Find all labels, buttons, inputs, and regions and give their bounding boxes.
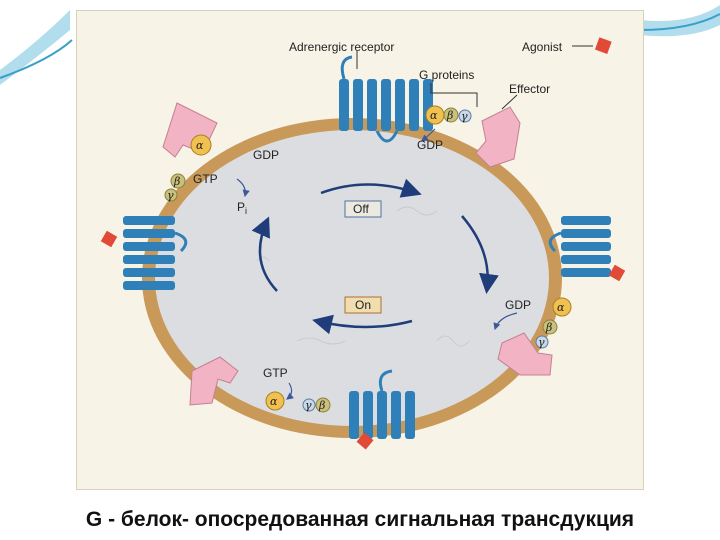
cycle-arrow-top	[320, 178, 422, 198]
effector-label: Effector	[509, 82, 550, 96]
agonist-label: Agonist	[522, 40, 563, 54]
effector-bottom-right	[497, 332, 553, 376]
receptor-left	[123, 216, 188, 290]
pi-release-arrow	[236, 178, 250, 198]
beta-label-bottom: β	[318, 399, 325, 412]
gamma-subunit-left	[164, 188, 178, 202]
gamma-subunit-top	[458, 109, 472, 123]
receptor-right	[548, 216, 611, 277]
pi-label-main: P	[237, 200, 245, 214]
off-box	[344, 200, 382, 218]
gdp-arrow-right	[493, 312, 518, 331]
beta-subunit-bottom	[315, 397, 331, 413]
gdp-label-left: GDP	[253, 148, 279, 162]
on-box	[344, 296, 382, 314]
gamma-label-right: γ	[538, 336, 545, 349]
gamma-label-bottom: γ	[305, 399, 312, 412]
g-proteins-label: G proteins	[419, 68, 474, 82]
decorative-swoosh	[0, 5, 720, 85]
beta-subunit-left	[170, 173, 186, 189]
gamma-label-top: γ	[461, 110, 468, 123]
gdp-label-right: GDP	[505, 298, 531, 312]
leader-effector	[501, 94, 518, 110]
alpha-label-right: α	[557, 301, 565, 314]
gdp-release-arrow-top	[421, 128, 436, 142]
pi-label-subscript: i	[245, 206, 247, 216]
alpha-label-left: α	[196, 139, 204, 152]
adrenergic-receptor-label: Adrenergic receptor	[289, 40, 394, 54]
gtp-label-bottom: GTP	[263, 366, 288, 380]
g-protein-cycle-diagram: α β γ α β γ α β γ α γ β Of	[100, 37, 626, 450]
effector-bottom-left	[189, 356, 239, 406]
gdp-label-top: GDP	[417, 138, 443, 152]
on-label: On	[355, 298, 371, 312]
receptor-bottom	[349, 369, 415, 439]
agonist-icon-top	[594, 37, 612, 54]
beta-label-top: β	[446, 109, 453, 122]
beta-subunit-right	[542, 319, 558, 335]
beta-label-left: β	[173, 175, 180, 188]
cycle-arrow-bottom	[312, 314, 413, 335]
alpha-subunit-left	[190, 134, 212, 156]
gtp-label-left: GTP	[193, 172, 218, 186]
gamma-label-left: γ	[167, 189, 174, 202]
alpha-label-bottom: α	[270, 395, 278, 408]
gtp-arrow-bottom	[286, 382, 294, 400]
leader-g-proteins	[430, 83, 478, 107]
cycle-arrow-right	[461, 215, 499, 294]
gamma-subunit-right	[535, 335, 549, 349]
pi-label: Pi	[237, 200, 247, 216]
effector-top-right	[475, 106, 521, 168]
gamma-subunit-bottom	[302, 398, 316, 412]
beta-subunit-top	[443, 107, 459, 123]
agonist-icon-bottom	[356, 432, 374, 450]
cycle-arrow-left	[251, 216, 278, 292]
cytoplasm-texture	[256, 206, 470, 347]
alpha-subunit-right	[552, 297, 572, 317]
alpha-label-top: α	[430, 109, 438, 122]
beta-label-right: β	[545, 321, 552, 334]
alpha-subunit-bottom	[265, 391, 285, 411]
cell-interior	[155, 130, 549, 426]
slide-caption: G - белок- опосредованная сигнальная тра…	[85, 508, 635, 531]
off-label: Off	[353, 202, 369, 216]
diagram-frame: α β γ α β γ α β γ α γ β Of	[76, 10, 644, 490]
agonist-icon-left	[100, 230, 118, 248]
agonist-icon-right	[608, 264, 626, 282]
